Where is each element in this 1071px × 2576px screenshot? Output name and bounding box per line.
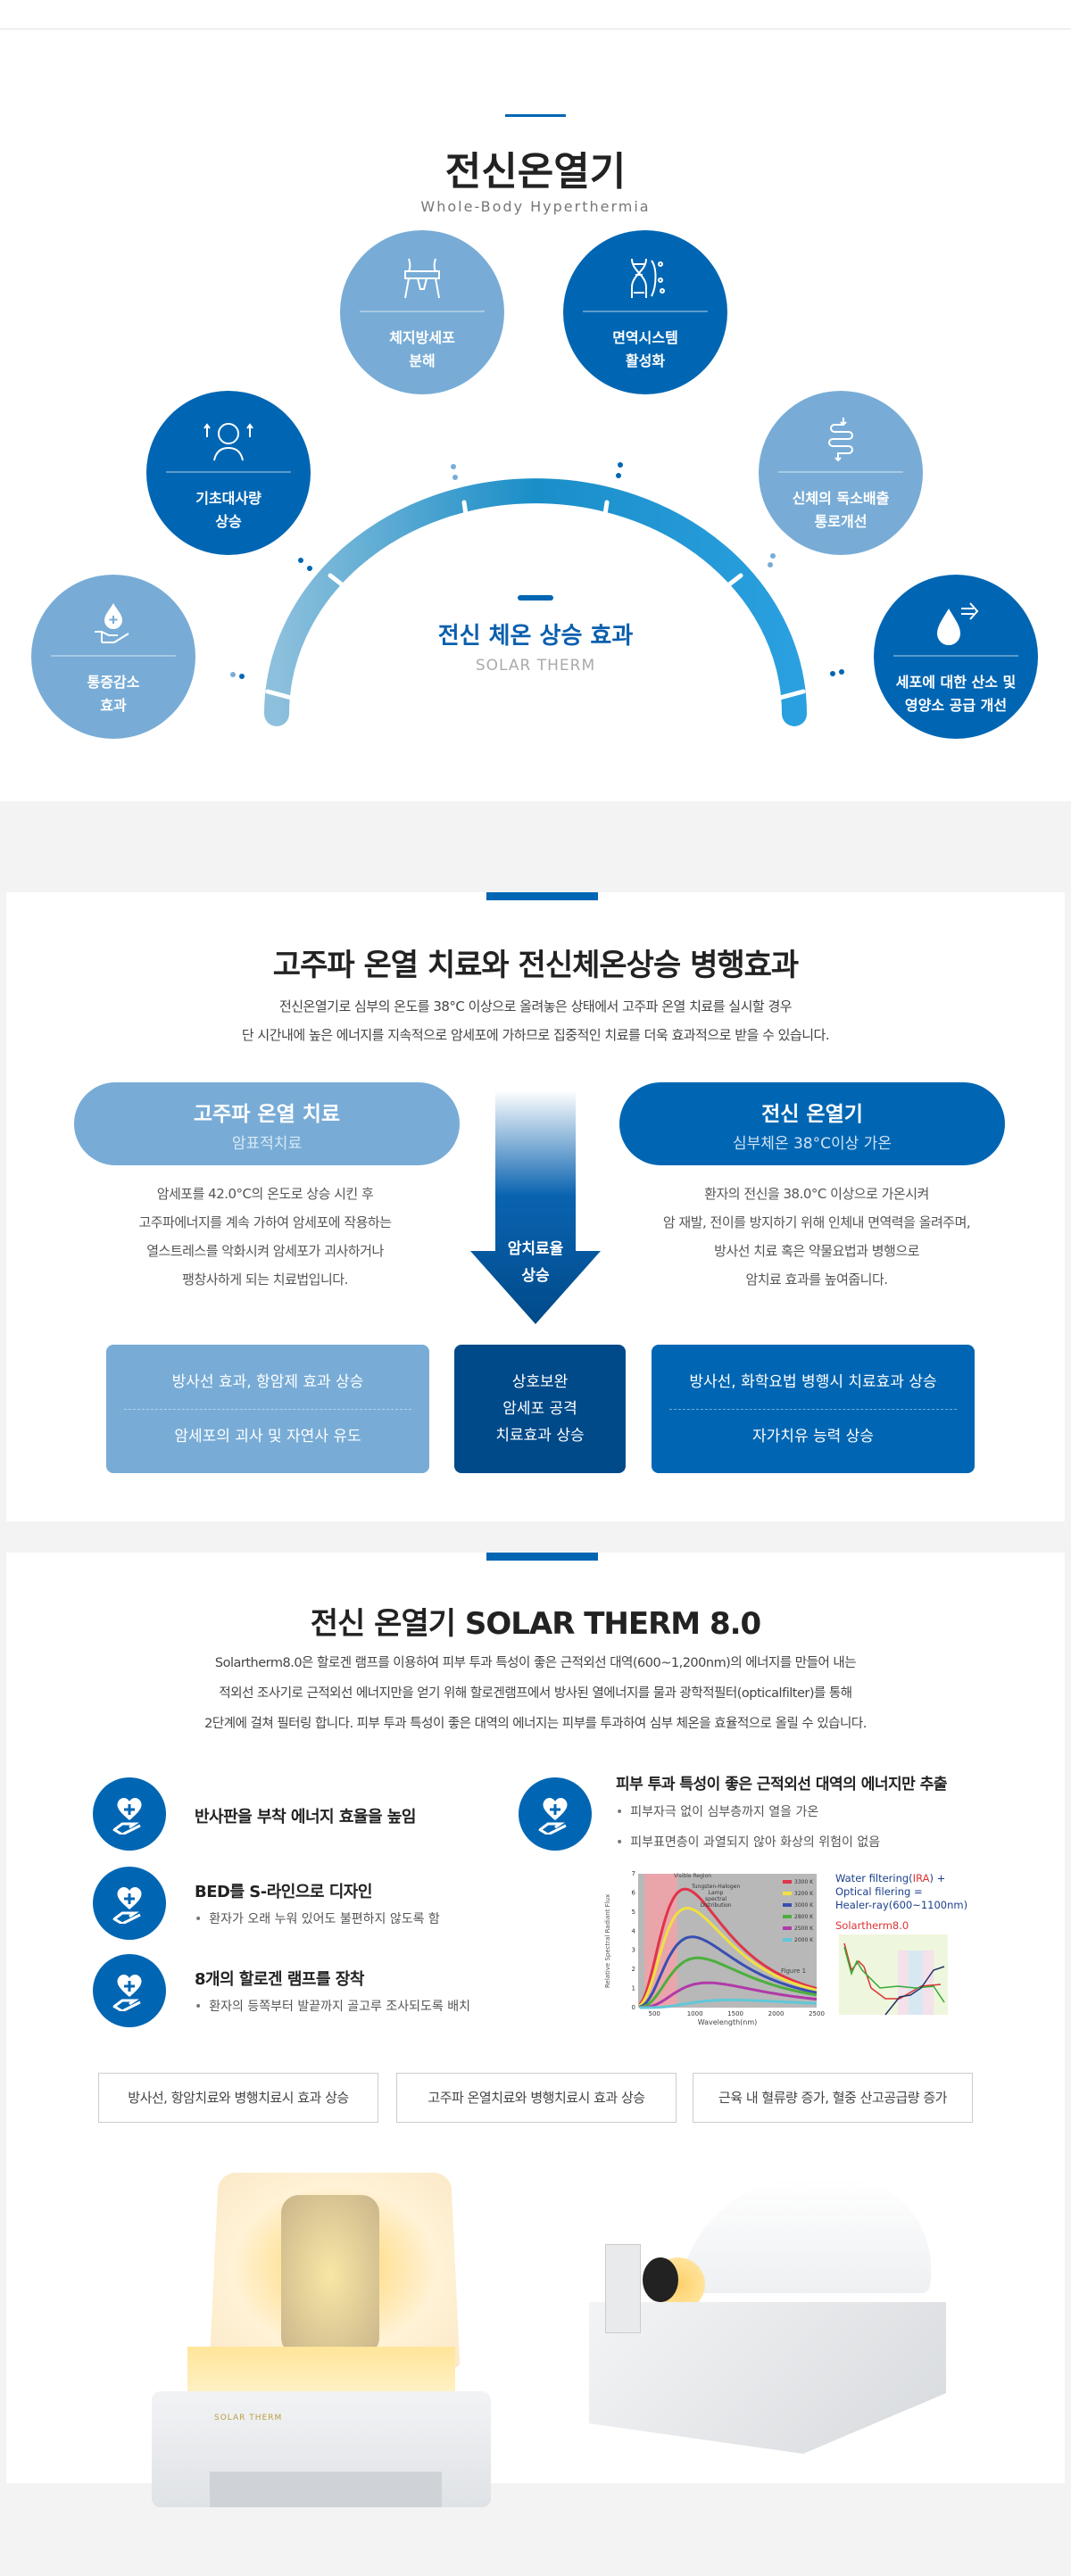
section-description: 전신온열기로 심부의 온도를 38°C 이상으로 올려놓은 상태에서 고주파 온…	[241, 998, 830, 1043]
x-tick-label: 1500	[727, 2010, 743, 2017]
combined-therapy-section: 고주파 온열 치료와 전신체온상승 병행효과 전신온열기로 심부의 온도를 38…	[6, 892, 1065, 1521]
intestine-icon	[828, 418, 853, 462]
legend-item: 2500 K	[783, 1923, 813, 1934]
page-subtitle: Whole-Body Hyperthermia	[420, 198, 651, 215]
feature-bullet: 피부표면층이 과열되지 않아 화상의 위험이 없음	[616, 1833, 880, 1851]
hand-drop-icon	[95, 603, 129, 643]
x-tick-label: 2000	[768, 2010, 785, 2017]
feature-title: BED를 S-라인으로 디자인	[195, 1883, 372, 1901]
drop-arrow-icon	[936, 602, 979, 645]
title-accent-bar	[505, 114, 566, 117]
y-tick-label: 4	[632, 1927, 636, 1934]
section-title: 전신 온열기 SOLAR THERM 8.0	[310, 1606, 761, 1642]
section-tab-bar	[486, 892, 598, 900]
arrow-down-icon	[470, 1090, 601, 1324]
x-tick-label: 500	[648, 2010, 660, 2017]
y-axis-label: Relative Spectral Radiant Flux	[604, 1893, 611, 1988]
feature-bullet: 피부자극 없이 심부층까지 열을 가온	[616, 1802, 818, 1820]
hyperthermia-effects-section: 전신온열기 Whole-Body Hyperthermia 전신 체온 상승 효…	[0, 0, 1071, 801]
series-line-3000K	[639, 1935, 818, 2009]
section-title: 고주파 온열 치료와 전신체온상승 병행효과	[272, 948, 799, 983]
legend-item: 3300 K	[783, 1876, 813, 1888]
center-title: 전신 체온 상승 효과	[437, 623, 634, 650]
section-description: Solartherm8.0은 할로겐 램프를 이용하여 피부 투과 특성이 좋은…	[204, 1656, 867, 1731]
x-axis-label: Wavelength(nm)	[697, 2018, 758, 2026]
section-tab-bar	[486, 1553, 598, 1561]
center-accent-bar	[518, 595, 553, 601]
legend-item: 2800 K	[783, 1911, 813, 1923]
dna-icon	[631, 258, 665, 298]
waist-icon	[404, 258, 440, 299]
y-tick-label: 3	[632, 1947, 635, 1954]
series-line-2800K	[639, 1956, 818, 2009]
rf-hyperthermia-pill: 고주파 온열 치료 암표적치료	[74, 1082, 460, 1165]
solar-therm-open-bed-image: SOLAR THERM	[134, 2168, 509, 2507]
feature-bullet: 환자의 등쪽부터 발끝까지 골고루 조사되도록 배치	[195, 1997, 470, 2015]
y-tick-label: 1	[632, 1985, 635, 1992]
feature-title: 피부 투과 특성이 좋은 근적외선 대역의 에너지만 추출	[616, 1776, 948, 1793]
legend-item: 3200 K	[783, 1888, 813, 1900]
heart-hand-icon	[93, 1954, 166, 2027]
heart-hand-icon	[519, 1777, 592, 1851]
person-arrows-icon	[203, 423, 253, 461]
y-tick-label: 2	[632, 1966, 635, 1973]
feature-title: 반사판을 부착 에너지 효율을 높임	[195, 1808, 416, 1826]
y-tick-label: 7	[632, 1870, 635, 1877]
legend-item: 3000 K	[783, 1900, 813, 1911]
legend-item: 2000 K	[783, 1934, 813, 1946]
solar-therm-closed-bed-image	[580, 2177, 955, 2454]
page-title: 전신온열기	[444, 149, 627, 195]
x-tick-label: 2500	[809, 2010, 825, 2017]
y-tick-label: 5	[632, 1909, 635, 1916]
whole-body-hyperthermia-pill: 전신 온열기 심부체온 38°C이상 가온	[619, 1082, 1005, 1165]
series-line-3200K	[638, 1907, 818, 2007]
feature-title: 8개의 할로겐 램프를 장착	[195, 1970, 364, 1989]
spectral-distribution-figure: 500 1000 1500 2000 2500 0 1 2 3 4 5 6 7 Relative Spe…	[604, 1869, 826, 2030]
temperature-arc	[264, 478, 807, 726]
filter-note: Water filtering(IRA) + Optical filering …	[835, 1872, 968, 1932]
feature-bullet: 환자가 오래 누워 있어도 불편하지 않도록 함	[195, 1909, 440, 1927]
x-tick-label: 1000	[687, 2010, 703, 2017]
absorption-chart	[839, 1934, 948, 2016]
y-tick-label: 6	[632, 1889, 636, 1896]
center-subtitle: SOLAR THERM	[475, 657, 596, 675]
figure-label: Figure 1	[781, 1967, 807, 1975]
series-line-2000K	[639, 1998, 817, 2009]
series-line-3300K	[638, 1887, 818, 2006]
effect-box: 방사선, 항암치료와 병행치료시 효과 상승	[98, 2073, 378, 2123]
effect-box: 고주파 온열치료와 병행치료시 효과 상승	[396, 2073, 677, 2123]
effect-box: 근육 내 혈류량 증가, 혈중 산고공급량 증가	[693, 2073, 973, 2123]
y-tick-label: 0	[632, 2004, 635, 2011]
series-line-2500K	[639, 1981, 818, 2009]
heart-hand-icon	[93, 1867, 166, 1940]
brand-logo: SOLAR THERM	[214, 2414, 283, 2423]
visible-region-label: Visible Region	[674, 1873, 712, 1879]
heart-hand-icon	[93, 1777, 166, 1851]
